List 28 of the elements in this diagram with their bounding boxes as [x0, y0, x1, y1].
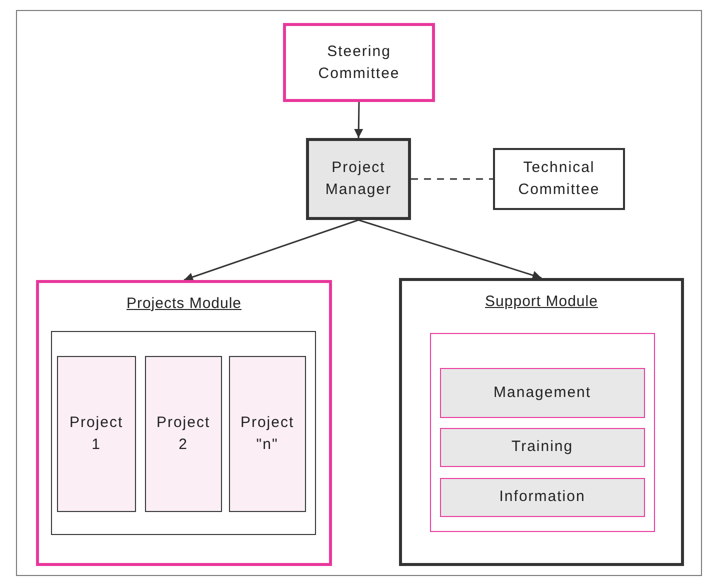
- manager-box: [306, 138, 411, 220]
- arrow: [358, 219, 542, 280]
- module-panel: [399, 278, 684, 566]
- module-title: Support Module: [484, 293, 599, 310]
- node-label: Project "n": [239, 413, 296, 455]
- node-label: Management: [494, 382, 592, 403]
- committee-box: [283, 23, 435, 102]
- arrow: [184, 219, 359, 282]
- node-label: Project Manager: [324, 158, 393, 200]
- module-panel: [36, 280, 332, 566]
- arrow: [354, 102, 364, 138]
- function-box: [440, 428, 645, 467]
- module-title: Projects Module: [125, 295, 243, 312]
- project-box: [56, 356, 136, 512]
- node-label: Information: [499, 487, 586, 508]
- project-box: [144, 356, 222, 512]
- support-container: [430, 333, 655, 532]
- projects-container: [51, 331, 316, 535]
- node-label: Project 1: [68, 413, 124, 455]
- node-label: Steering Committee: [317, 42, 401, 84]
- connector-line: [411, 178, 493, 180]
- node-label: Training: [511, 437, 574, 458]
- function-box: [440, 478, 645, 517]
- function-box: [440, 368, 645, 418]
- node-label: Project 2: [155, 413, 212, 455]
- committee-box: [493, 148, 625, 210]
- project-box: [228, 356, 306, 512]
- node-label: Technical Committee: [517, 158, 601, 200]
